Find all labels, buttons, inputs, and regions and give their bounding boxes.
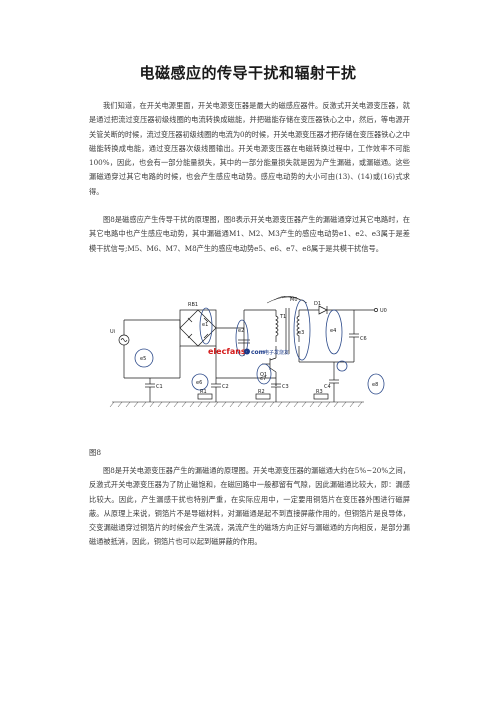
- svg-text:·: ·: [246, 350, 247, 355]
- label-e1: e1: [202, 322, 208, 328]
- paragraph-leakage-flux: 图8是开关电源变压器产生的漏磁通的原理图。开关电源变压器的漏磁通大约在5%~20…: [89, 466, 410, 547]
- ground-line: [109, 401, 364, 408]
- circuit-wires: [118, 305, 378, 402]
- watermark-cn: 电子发烧友: [264, 349, 289, 356]
- label-e3: e3: [298, 330, 304, 336]
- circuit-diagram: Ui RB1 M0 D1 U0 T1 Q1 C1 C2 C3 C4 C6 R1 …: [109, 296, 387, 408]
- label-m0: M0: [290, 297, 298, 303]
- figure-caption: 图8: [89, 448, 102, 457]
- watermark-brand: elecfans: [208, 347, 246, 356]
- label-c6: C6: [360, 336, 367, 342]
- label-e2: e2: [238, 328, 244, 334]
- document-title: 电磁感应的传导干扰和辐射干扰: [139, 64, 357, 82]
- label-d1: D1: [314, 301, 321, 307]
- label-c4: C4: [324, 384, 331, 390]
- label-ui: Ui: [110, 329, 115, 335]
- watermark-domain: com: [251, 349, 265, 356]
- label-e7: e7: [260, 376, 266, 382]
- label-r3: R3: [316, 389, 323, 395]
- flux-loops: [134, 296, 385, 395]
- label-u0: U0: [380, 308, 387, 314]
- label-e6: e6: [196, 380, 202, 386]
- label-t1: T1: [279, 314, 286, 320]
- paragraph-intro: 我们知道，在开关电源里面，开关电源变压器是最大的磁感应器件。反激式开关电源变压器…: [89, 101, 410, 196]
- label-r2: R2: [258, 389, 265, 395]
- elecfans-watermark: elecfans · com 电子发烧友: [208, 347, 289, 356]
- label-e5: e5: [140, 356, 146, 362]
- label-q1: Q1: [260, 372, 267, 378]
- label-c2: C2: [222, 384, 229, 390]
- label-rb1: RB1: [188, 302, 198, 308]
- label-c3: C3: [282, 384, 289, 390]
- label-r1: R1: [200, 389, 207, 395]
- label-e4: e4: [330, 328, 336, 334]
- label-c1: C1: [156, 384, 163, 390]
- paragraph-figure-description: 图8是磁感应产生传导干扰的原理图，图8表示开关电源变压器产生的漏磁通穿过其它电路…: [89, 215, 410, 253]
- label-e8: e8: [372, 382, 378, 388]
